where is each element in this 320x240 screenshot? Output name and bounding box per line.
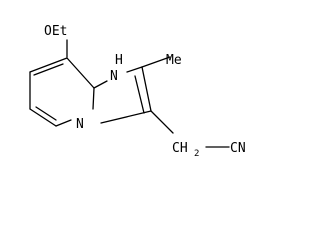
bond-c6-c5 bbox=[29, 108, 57, 127]
ch2-subscript: 2 bbox=[194, 149, 199, 159]
methyl-label: Me bbox=[166, 53, 182, 68]
bond-c6-c5-double bbox=[35, 106, 57, 121]
bond-c2-methyl bbox=[141, 56, 171, 68]
nitrile-label: CN bbox=[230, 141, 246, 156]
ethoxy-label: OEt bbox=[44, 24, 67, 39]
ring-nitrogen-label: N bbox=[76, 117, 84, 132]
structure-diagram: OEt H N Me N CH 2 CN bbox=[29, 24, 246, 159]
nh-nitrogen-label: N bbox=[110, 69, 118, 84]
bond-c8-c7 bbox=[29, 57, 68, 73]
bond-c5-n4 bbox=[55, 119, 72, 127]
molecule-drawing: OEt H N Me N CH 2 CN bbox=[29, 24, 246, 159]
bond-c8a-n1 bbox=[93, 80, 108, 89]
bond-n4-c8a bbox=[92, 87, 95, 110]
bond-c8a-c8 bbox=[66, 57, 95, 89]
nh-hydrogen-label: H bbox=[115, 53, 123, 68]
bond-c3-ch2 bbox=[150, 110, 174, 134]
bond-c2-c3 bbox=[141, 66, 152, 112]
ch2-label: CH bbox=[172, 141, 188, 156]
bond-c3-n4 bbox=[100, 110, 152, 124]
bond-c2-c3-double bbox=[134, 75, 145, 114]
bond-n1-c2 bbox=[126, 66, 143, 73]
bond-c8-c7-double bbox=[33, 63, 64, 76]
